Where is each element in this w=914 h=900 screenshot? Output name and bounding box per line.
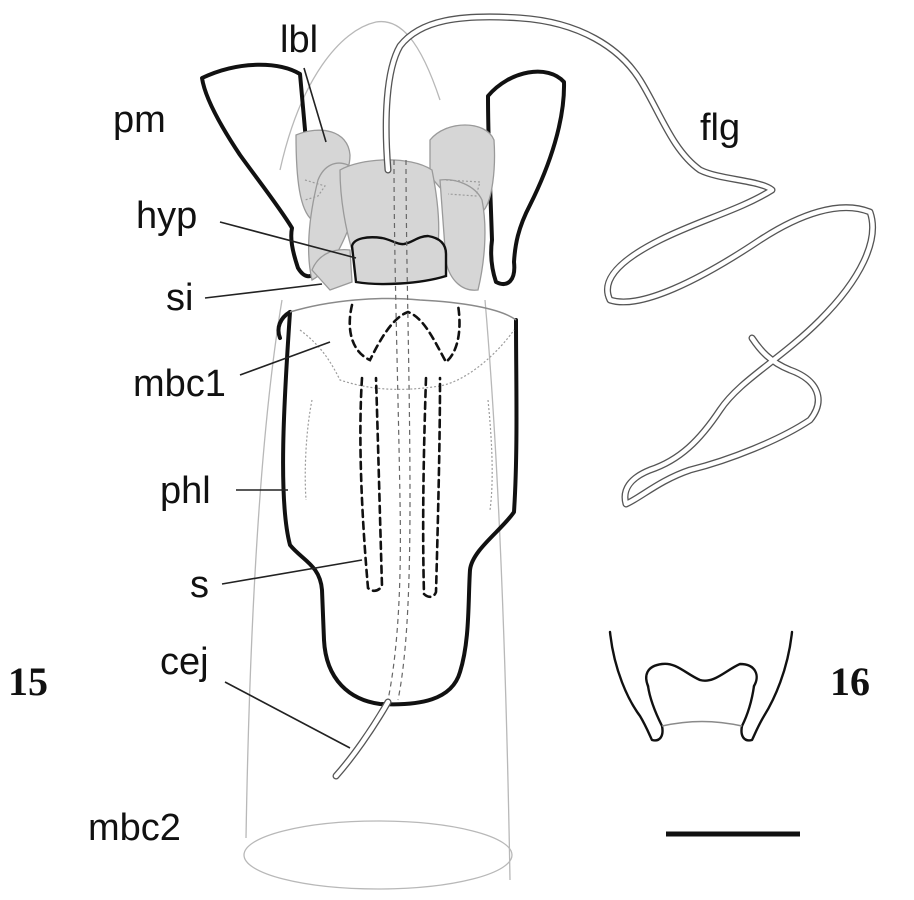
- label-lbl: lbl: [280, 19, 318, 61]
- detail-base-line: [662, 722, 742, 727]
- phallobase-top-edge: [290, 299, 516, 321]
- label-pm: pm: [113, 99, 166, 141]
- label-si: si: [166, 277, 193, 319]
- paramere-right: [488, 72, 564, 284]
- leader-cej: [225, 682, 350, 748]
- detail-outer-outline: [610, 632, 663, 740]
- phallobase-outline: [283, 312, 516, 704]
- sclerite-s-right: [423, 378, 440, 597]
- label-flg: flg: [700, 107, 740, 149]
- phallobase-lateral-rough-left: [305, 400, 312, 500]
- figure-number-16: 16: [830, 659, 870, 704]
- label-cej: cej: [160, 641, 209, 683]
- sclerite-s-left: [360, 378, 382, 591]
- figure-16-detail: [610, 632, 792, 740]
- leader-s: [222, 560, 362, 584]
- label-mbc2: mbc2: [88, 807, 181, 849]
- figure-number-15: 15: [8, 659, 48, 704]
- leader-si: [205, 284, 322, 298]
- phallobase-lateral-rough-right: [488, 400, 492, 510]
- hypandrium: [352, 236, 446, 284]
- label-mbc1: mbc1: [133, 363, 226, 405]
- membrane-mbc1: [300, 330, 514, 389]
- label-s: s: [190, 564, 209, 606]
- detail-outer-outline-right: [741, 632, 792, 740]
- label-hyp: hyp: [136, 195, 197, 237]
- detail-inner-lobe: [646, 664, 756, 686]
- internal-sclerite-upper: [350, 305, 460, 362]
- label-phl: phl: [160, 470, 211, 512]
